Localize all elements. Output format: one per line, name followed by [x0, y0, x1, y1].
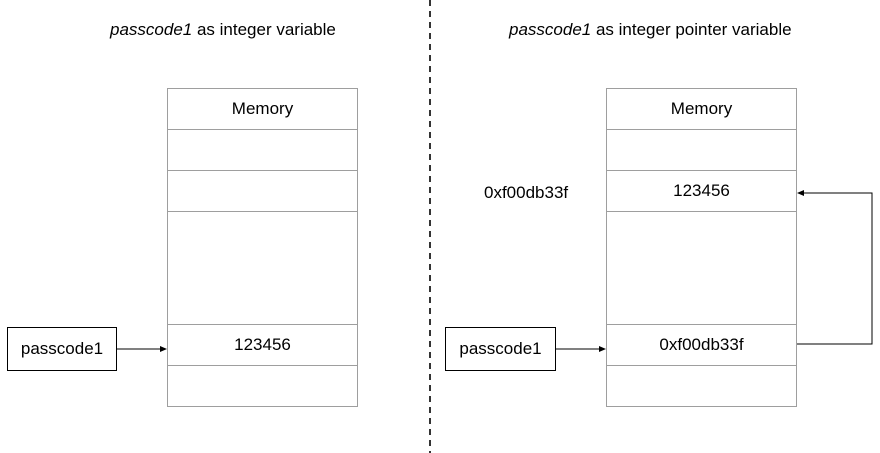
left-title-text: as integer variable — [192, 20, 336, 39]
address-label: 0xf00db33f — [484, 183, 569, 202]
right-variable-box: passcode1 — [445, 327, 556, 371]
right-memory-cell — [607, 130, 796, 171]
right-arrowhead — [599, 346, 606, 352]
left-panel-title: passcode1 as integer variable — [110, 20, 336, 40]
right-title-text: as integer pointer variable — [591, 20, 792, 39]
left-memory-table: Memory 123456 — [167, 88, 358, 407]
dereference-arrow — [797, 192, 873, 345]
right-memory-cell — [607, 212, 796, 325]
left-variable-box: passcode1 — [7, 327, 117, 371]
right-memory-pointer-cell: 0xf00db33f — [607, 325, 796, 366]
left-memory-cell — [168, 366, 357, 406]
right-panel-title: passcode1 as integer pointer variable — [509, 20, 792, 40]
left-memory-cell — [168, 130, 357, 171]
left-title-variable: passcode1 — [110, 20, 193, 39]
left-arrowhead — [160, 346, 167, 352]
right-memory-header: Memory — [607, 89, 796, 130]
right-memory-table: Memory 123456 0xf00db33f — [606, 88, 797, 407]
left-memory-cell — [168, 171, 357, 212]
dereference-arrowhead — [797, 190, 804, 196]
right-memory-value-cell: 123456 — [607, 171, 796, 212]
left-memory-cell — [168, 212, 357, 325]
left-memory-header: Memory — [168, 89, 357, 130]
left-memory-value-cell: 123456 — [168, 325, 357, 366]
right-title-variable: passcode1 — [509, 20, 592, 39]
right-memory-cell — [607, 366, 796, 406]
